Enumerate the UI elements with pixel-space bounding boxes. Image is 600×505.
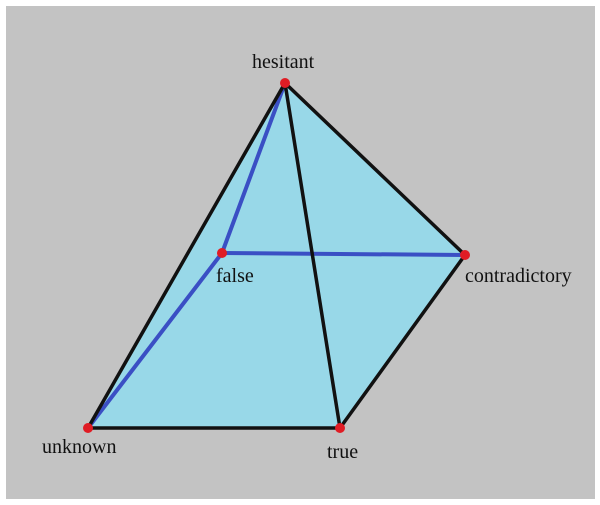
label-false: false [216,265,254,287]
label-hesitant: hesitant [252,51,315,73]
edge-hesitant-true [283,81,342,430]
vertex-unknown [83,423,93,433]
vertex-false [217,248,227,258]
vertex-hesitant [280,78,290,88]
edge-hesitant-unknown [86,81,287,430]
edge-false-contradictory [220,251,467,257]
edge-false-unknown [86,251,224,430]
label-contradictory: contradictory [465,265,572,287]
edge-hesitant-false [220,81,287,255]
vertex-contradictory [460,250,470,260]
edge-hesitant-contradictory [283,81,467,257]
label-unknown: unknown [42,436,117,458]
vertex-true [335,423,345,433]
pyramid-fill [88,83,465,428]
edge-true-contradictory [338,253,467,430]
label-true: true [327,441,359,463]
